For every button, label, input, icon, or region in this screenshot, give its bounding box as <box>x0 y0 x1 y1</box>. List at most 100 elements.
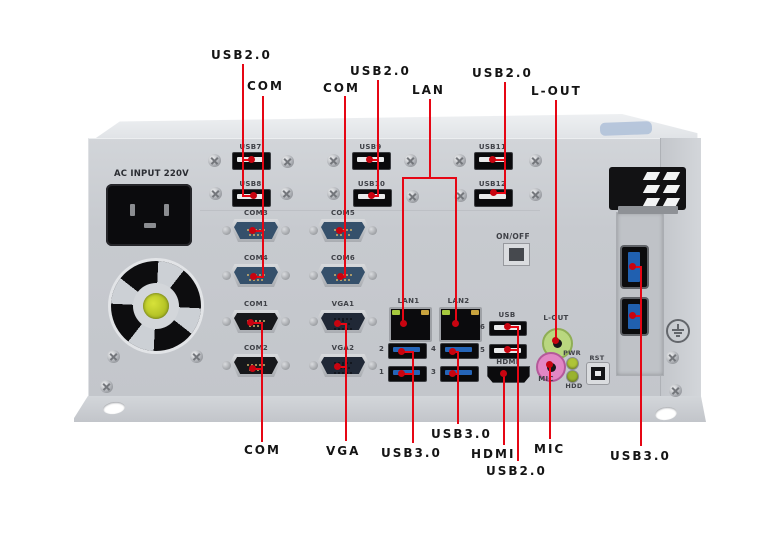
callout-label-usb2-1: USB2.0 <box>211 48 272 62</box>
callout-line <box>504 82 506 194</box>
callout-label-lan: LAN <box>412 83 445 97</box>
callout-line <box>261 323 263 442</box>
callout-line <box>640 267 642 446</box>
screw <box>327 154 340 167</box>
com6-label: COM6 <box>330 254 356 262</box>
callout-line <box>337 366 347 368</box>
callout-line <box>242 195 254 197</box>
callout-dot <box>336 227 343 234</box>
callout-label-com-b: COM <box>244 443 281 457</box>
lan2-label: LAN2 <box>447 297 470 305</box>
usb12-label: USB12 <box>478 180 507 188</box>
callout-dot <box>250 192 257 199</box>
callout-label-com-1: COM <box>247 79 284 93</box>
screw <box>209 187 222 200</box>
callout-line <box>632 315 642 317</box>
usb-group-label: USB <box>498 311 516 319</box>
callout-line <box>402 179 404 324</box>
usb-number-5: 5 <box>480 346 485 354</box>
lan1-port <box>389 307 432 342</box>
screw <box>666 351 679 364</box>
callout-label-usb3-3: USB3.0 <box>610 449 671 463</box>
pwr-led-label: PWR <box>563 349 581 357</box>
callout-dot <box>552 337 559 344</box>
callout-line <box>262 96 264 278</box>
screw <box>406 190 419 203</box>
callout-line <box>401 351 414 353</box>
vent-bracket <box>609 167 686 210</box>
callout-dot <box>368 192 375 199</box>
ac-power-inlet <box>106 184 192 246</box>
com5-label: COM5 <box>330 209 356 217</box>
callout-label-usb2-2: USB2.0 <box>350 64 411 78</box>
screw <box>280 187 293 200</box>
callout-line <box>344 96 346 278</box>
callout-label-usb2-3: USB2.0 <box>472 66 533 80</box>
callout-line <box>371 195 379 197</box>
ground-symbol <box>666 319 690 343</box>
com2-label: COM2 <box>243 344 269 352</box>
usb3-number-1: 1 <box>379 368 384 376</box>
callout-label-usb2-b: USB2.0 <box>486 464 547 478</box>
callout-dot <box>334 320 341 327</box>
hdmi-port <box>487 366 530 383</box>
usb9-label: USB9 <box>359 143 382 151</box>
vga2-port <box>309 354 377 378</box>
callout-dot <box>337 273 344 280</box>
callout-line <box>377 80 379 197</box>
vent-bracket-lip <box>618 206 678 214</box>
callout-line <box>402 177 457 179</box>
callout-dot <box>400 320 407 327</box>
callout-line <box>242 159 252 161</box>
callout-line <box>555 100 557 341</box>
callout-dot <box>452 320 459 327</box>
panel-seam <box>200 210 540 211</box>
callout-dot <box>489 156 496 163</box>
cooling-fan <box>111 261 201 351</box>
power-button-label: ON/OFF <box>496 232 530 241</box>
callout-line <box>252 368 263 370</box>
callout-label-usb3-1: USB3.0 <box>381 446 442 460</box>
screw <box>529 154 542 167</box>
callout-line <box>493 192 506 194</box>
chassis-mounting-flange <box>74 396 706 422</box>
screw <box>453 154 466 167</box>
reset-label: RST <box>589 354 605 362</box>
callout-line <box>250 322 263 324</box>
vga1-port <box>309 310 377 334</box>
callout-label-lout: L-OUT <box>531 84 582 98</box>
ac-input-label: AC INPUT 220V <box>114 169 189 179</box>
screw <box>208 154 221 167</box>
usb3-number-3: 3 <box>431 368 436 376</box>
callout-line <box>252 230 262 232</box>
callout-dot <box>490 189 497 196</box>
callout-label-mic: MIC <box>534 442 566 456</box>
com4-label: COM4 <box>243 254 269 262</box>
chassis-sticker <box>599 121 653 136</box>
screw <box>529 188 542 201</box>
screw <box>100 380 113 393</box>
callout-dot <box>247 319 254 326</box>
callout-line <box>632 266 642 268</box>
fan-hologram-sticker <box>143 293 169 319</box>
callout-dot <box>366 156 373 163</box>
hdd-led-label: HDD <box>565 382 583 390</box>
pwr-led <box>567 358 578 369</box>
callout-dot <box>334 363 341 370</box>
power-button <box>503 243 530 266</box>
callout-dot <box>248 156 255 163</box>
callout-line <box>492 159 506 161</box>
callout-line <box>455 179 457 324</box>
callout-line <box>457 352 459 424</box>
callout-line <box>517 327 519 461</box>
usb10-label: USB10 <box>357 180 386 188</box>
lan1-label: LAN1 <box>397 297 420 305</box>
callout-label-usb3-2: USB3.0 <box>431 427 492 441</box>
callout-dot <box>504 323 511 330</box>
callout-dot <box>504 346 511 353</box>
screw <box>281 155 294 168</box>
callout-line <box>401 373 414 375</box>
callout-line <box>242 64 244 197</box>
fan-hub <box>133 283 179 329</box>
hdd-led <box>567 371 578 382</box>
